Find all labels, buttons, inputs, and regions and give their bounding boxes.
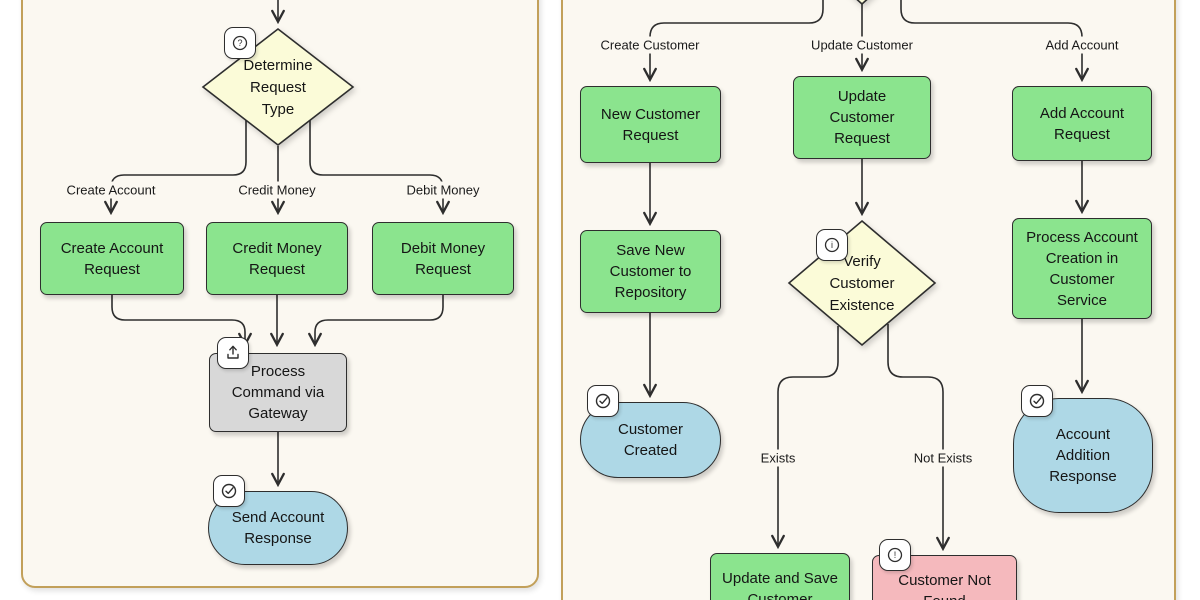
node-new-customer-request[interactable]: New Customer Request: [580, 86, 721, 163]
check-circle-icon: [587, 385, 619, 417]
node-update-customer-request[interactable]: Update Customer Request: [793, 76, 931, 159]
node-create-account-request[interactable]: Create Account Request: [40, 222, 184, 295]
check-circle-icon: [213, 475, 245, 507]
svg-text:i: i: [831, 240, 833, 250]
alert-icon: !: [879, 539, 911, 571]
edge-verify-exists: [778, 326, 839, 546]
edge-label-credit-money: Credit Money: [233, 181, 321, 199]
node-customer-not-found[interactable]: Customer Not Found: [872, 555, 1017, 600]
verify-customer-existence-label: Verify Customer Existence: [829, 253, 895, 314]
node-save-new-customer-to-repository[interactable]: Save New Customer to Repository: [580, 230, 721, 313]
edge-create-account-to-gateway: [111, 295, 245, 344]
edge-verify-not-exists: [887, 324, 943, 548]
node-debit-money-request[interactable]: Debit Money Request: [372, 222, 514, 295]
info-icon: i: [816, 229, 848, 261]
edge-label-add-account: Add Account: [1040, 36, 1124, 54]
edge-label-create-customer: Create Customer: [595, 36, 705, 54]
node-account-addition-response[interactable]: Account Addition Response: [1013, 398, 1153, 513]
svg-text:?: ?: [237, 38, 242, 48]
help-icon: ?: [224, 27, 256, 59]
edge-label-update-customer: Update Customer: [806, 36, 918, 54]
determine-request-type-label: Determine Request Type: [243, 57, 313, 118]
edge-label-create-account: Create Account: [61, 181, 161, 199]
node-update-and-save-customer[interactable]: Update and Save Customer: [710, 553, 850, 600]
node-credit-money-request[interactable]: Credit Money Request: [206, 222, 348, 295]
edge-debit-money-to-gateway: [315, 295, 444, 344]
edge-label-debit-money: Debit Money: [401, 181, 485, 199]
upload-icon: [217, 337, 249, 369]
edge-top-to-new-customer: [650, 0, 824, 79]
edge-top-to-add-account: [900, 0, 1082, 79]
check-circle-icon: [1021, 385, 1053, 417]
clipped-diamond-tip: [856, 0, 868, 6]
edge-label-not-exists: Not Exists: [908, 449, 978, 467]
edge-label-exists: Exists: [755, 449, 801, 467]
node-process-account-creation[interactable]: Process Account Creation in Customer Ser…: [1012, 218, 1152, 319]
svg-text:!: !: [894, 550, 897, 560]
node-add-account-request[interactable]: Add Account Request: [1012, 86, 1152, 161]
